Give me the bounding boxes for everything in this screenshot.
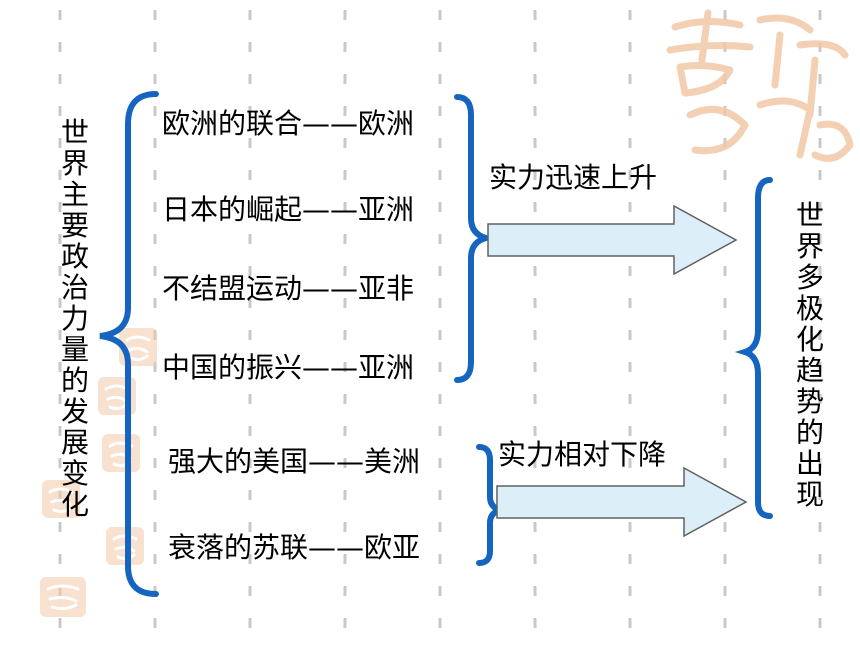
brace-right-title bbox=[734, 177, 773, 519]
item-europe-union: 欧洲的联合——欧洲 bbox=[162, 107, 415, 140]
brace-rising-group bbox=[454, 94, 498, 383]
item-strong-usa: 强大的美国——美洲 bbox=[168, 445, 421, 478]
seal-stamp-4 bbox=[42, 480, 80, 518]
label-declining: 实力相对下降 bbox=[498, 438, 667, 471]
label-rising: 实力迅速上升 bbox=[489, 161, 658, 194]
item-china-revival: 中国的振兴——亚洲 bbox=[162, 351, 415, 384]
item-declining-ussr: 衰落的苏联——欧亚 bbox=[168, 531, 421, 564]
item-japan-rise: 日本的崛起——亚洲 bbox=[162, 193, 415, 226]
arrow-declining bbox=[496, 466, 748, 538]
left-brace bbox=[99, 91, 159, 597]
item-non-aligned-movement: 不结盟运动——亚非 bbox=[162, 272, 415, 305]
seal-stamp-6 bbox=[40, 577, 86, 617]
left-vertical-title: 世界主要政治力量的发展变化 bbox=[60, 116, 89, 521]
right-vertical-title: 世界多极化趋势的出现 bbox=[795, 199, 824, 511]
watermark-seal bbox=[666, 9, 854, 162]
arrow-rising bbox=[487, 204, 738, 276]
